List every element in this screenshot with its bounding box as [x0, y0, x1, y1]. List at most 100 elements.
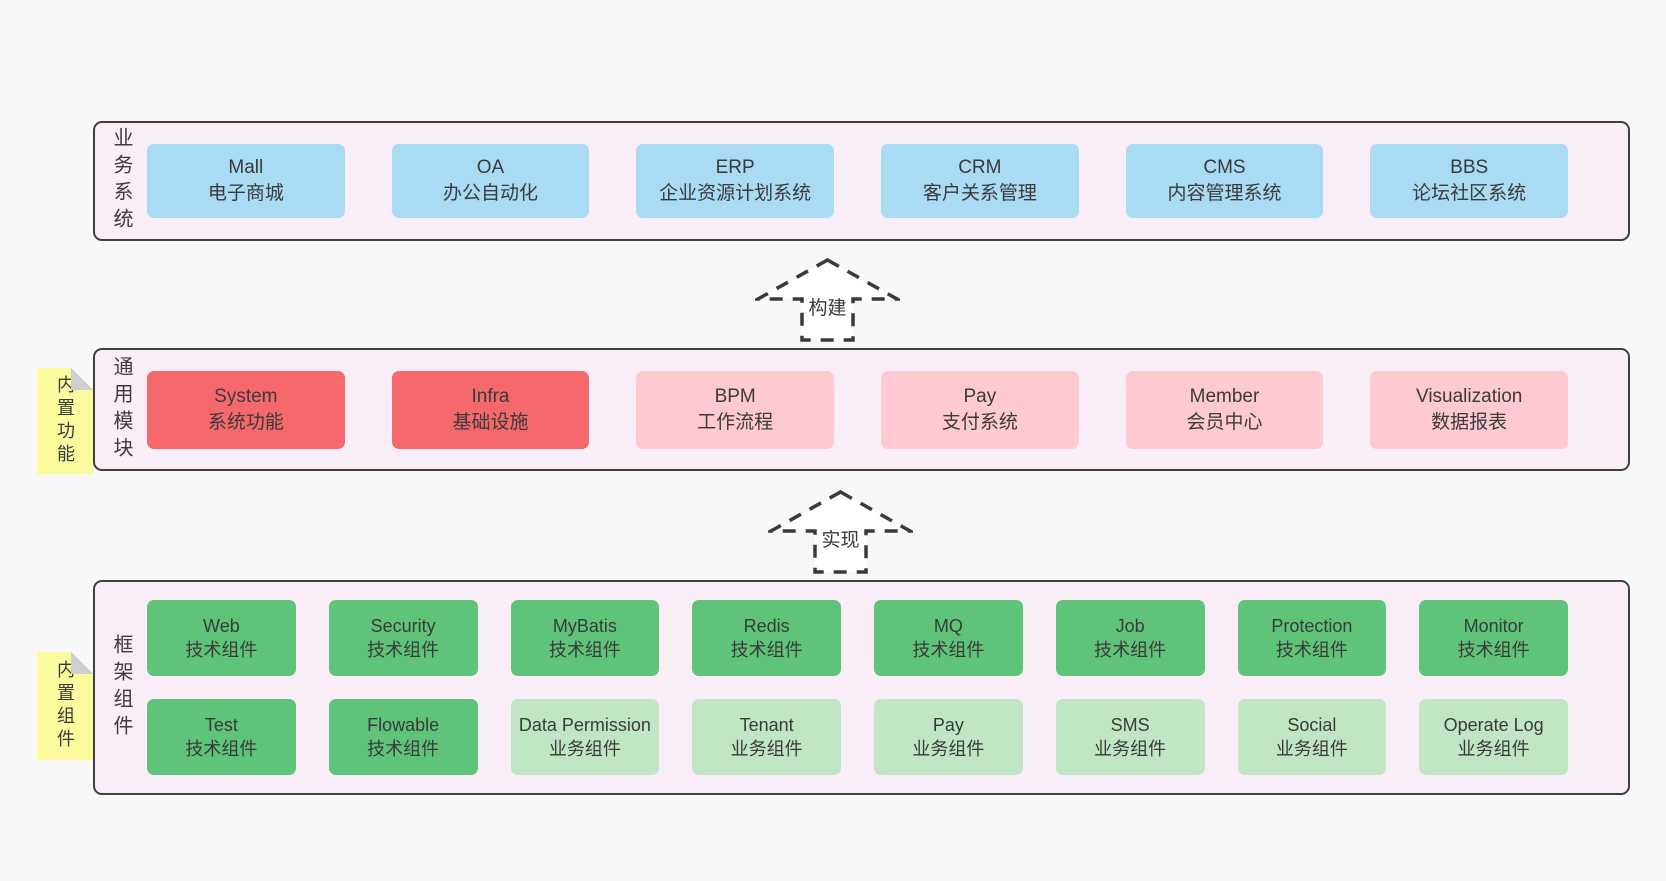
box-desc: 业务组件	[1275, 739, 1348, 759]
box-desc: 技术组件	[1457, 640, 1530, 660]
box-sms: SMS 业务组件	[1055, 699, 1205, 775]
box-name: Pay	[963, 385, 997, 407]
box-name: Test	[204, 715, 238, 735]
box-desc: 支付系统	[941, 411, 1018, 433]
box-desc: 技术组件	[912, 640, 985, 660]
box-visualization: Visualization 数据报表	[1370, 370, 1568, 449]
box-protection: Protection 技术组件	[1237, 600, 1387, 676]
tier-boxes: System 系统功能 Infra 基础设施 BPM 工作流程 Pay 支付系统…	[147, 350, 1628, 469]
arrow-build: 构建	[755, 257, 900, 343]
box-tenant: Tenant 业务组件	[692, 699, 841, 775]
box-test: Test 技术组件	[147, 699, 296, 775]
box-web: Web 技术组件	[147, 600, 296, 676]
box-desc: 业务组件	[730, 739, 803, 759]
box-monitor: Monitor 技术组件	[1419, 600, 1568, 676]
box-name: Redis	[743, 616, 790, 636]
box-pay: Pay 支付系统	[881, 370, 1079, 449]
box-name: Security	[370, 616, 436, 636]
tier-boxes: Web 技术组件 Security 技术组件 MyBatis 技术组件 Redi…	[147, 582, 1628, 793]
box-mall: Mall 电子商城	[147, 144, 345, 218]
tier-common-modules: 通用模块 System 系统功能 Infra 基础设施 BPM 工作流程 Pay…	[93, 348, 1630, 471]
box-name: Social	[1287, 715, 1337, 735]
box-name: Tenant	[739, 715, 794, 735]
box-name: MQ	[933, 616, 963, 636]
box-oa: OA 办公自动化	[391, 144, 590, 218]
box-name: Job	[1115, 616, 1145, 636]
box-name: Visualization	[1416, 385, 1523, 407]
sticky-label: 内置组件	[55, 660, 75, 752]
folded-corner	[71, 652, 93, 674]
box-pay-component: Pay 业务组件	[874, 699, 1023, 775]
box-social: Social 业务组件	[1237, 699, 1387, 775]
arrow-label: 实现	[818, 525, 863, 552]
box-name: OA	[476, 157, 505, 178]
box-desc: 会员中心	[1186, 411, 1263, 433]
tier-boxes: Mall 电子商城 OA 办公自动化 ERP 企业资源计划系统 CRM 客户关系…	[147, 123, 1628, 239]
tier-label: 框架组件	[110, 633, 132, 742]
box-desc: 业务组件	[1457, 739, 1530, 759]
box-desc: 技术组件	[185, 739, 258, 759]
box-bpm: BPM 工作流程	[636, 370, 834, 449]
tier-business-systems: 业务系统 Mall 电子商城 OA 办公自动化 ERP 企业资源计划系统 CRM…	[93, 121, 1630, 241]
sticky-label: 内置功能	[55, 375, 75, 467]
box-desc: 内容管理系统	[1167, 183, 1282, 204]
box-desc: 业务组件	[1094, 739, 1167, 759]
box-name: MyBatis	[552, 616, 617, 636]
box-mq: MQ 技术组件	[874, 600, 1023, 676]
box-desc: 基础设施	[452, 411, 529, 433]
box-name: BBS	[1450, 157, 1489, 178]
box-job: Job 技术组件	[1055, 600, 1205, 676]
box-cms: CMS 内容管理系统	[1125, 144, 1324, 218]
box-name: Monitor	[1463, 616, 1524, 636]
box-name: Web	[203, 616, 240, 636]
box-name: SMS	[1110, 715, 1150, 735]
box-name: CMS	[1203, 157, 1246, 178]
box-infra: Infra 基础设施	[391, 370, 590, 449]
arrow-implement: 实现	[768, 489, 913, 575]
box-flowable: Flowable 技术组件	[328, 699, 478, 775]
tier-label: 业务系统	[110, 127, 132, 235]
box-desc: 企业资源计划系统	[659, 183, 812, 204]
sticky-note-builtin-components: 内置组件	[37, 652, 93, 760]
box-erp: ERP 企业资源计划系统	[636, 144, 834, 218]
box-name: CRM	[958, 157, 1002, 178]
box-redis: Redis 技术组件	[692, 600, 841, 676]
tier-label: 通用模块	[110, 355, 132, 464]
box-mybatis: MyBatis 技术组件	[510, 600, 660, 676]
box-name: Mall	[228, 157, 264, 178]
box-system: System 系统功能	[147, 370, 345, 449]
box-desc: 技术组件	[548, 640, 621, 660]
box-data-permission: Data Permission 业务组件	[510, 699, 660, 775]
box-desc: 系统功能	[207, 411, 284, 433]
box-name: Pay	[932, 715, 964, 735]
box-desc: 技术组件	[730, 640, 803, 660]
arrow-label: 构建	[805, 293, 850, 320]
box-name: BPM	[714, 385, 756, 407]
box-desc: 技术组件	[367, 739, 440, 759]
box-desc: 客户关系管理	[922, 183, 1037, 204]
box-desc: 论坛社区系统	[1412, 183, 1527, 204]
box-security: Security 技术组件	[328, 600, 478, 676]
box-member: Member 会员中心	[1125, 370, 1324, 449]
box-desc: 技术组件	[185, 640, 258, 660]
sticky-note-builtin-features: 内置功能	[37, 368, 93, 474]
folded-corner	[71, 368, 93, 390]
tier-label-column: 通用模块	[95, 350, 147, 469]
tier-label-column: 业务系统	[95, 123, 147, 239]
box-desc: 业务组件	[912, 739, 985, 759]
box-name: System	[214, 385, 278, 407]
box-bbs: BBS 论坛社区系统	[1370, 144, 1568, 218]
box-name: Member	[1189, 385, 1260, 407]
box-name: Flowable	[367, 715, 440, 735]
tier-framework-components: 框架组件 Web 技术组件 Security 技术组件 MyBatis 技术组件…	[93, 580, 1630, 795]
box-desc: 业务组件	[548, 739, 621, 759]
box-name: Data Permission	[518, 715, 651, 735]
box-desc: 技术组件	[367, 640, 440, 660]
box-desc: 办公自动化	[442, 183, 538, 204]
tier-label-column: 框架组件	[95, 582, 147, 793]
box-desc: 技术组件	[1094, 640, 1167, 660]
box-name: Protection	[1271, 616, 1353, 636]
box-desc: 电子商城	[207, 183, 284, 204]
box-desc: 数据报表	[1431, 411, 1508, 433]
box-name: ERP	[715, 157, 755, 178]
